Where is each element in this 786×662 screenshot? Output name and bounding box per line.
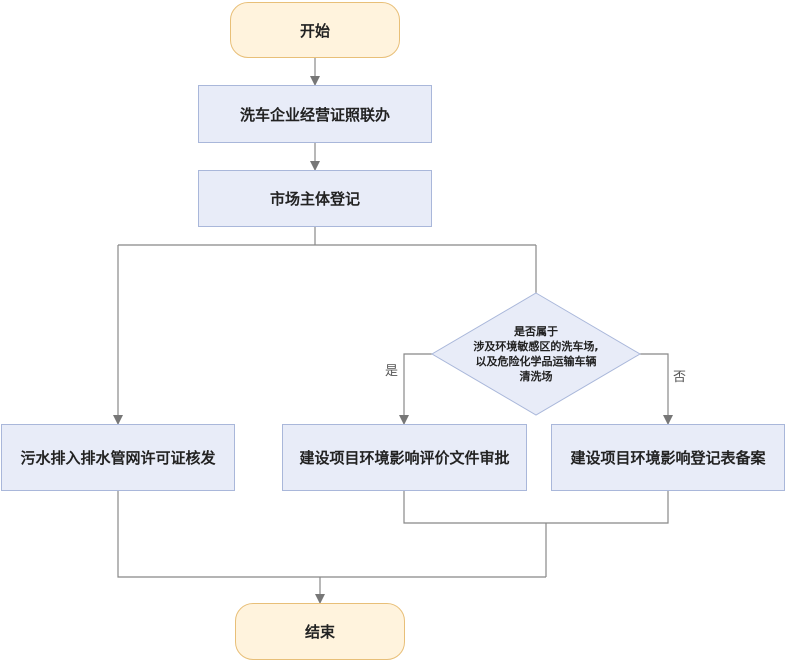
- arrow-no-branch: [640, 353, 673, 425]
- box-eia-approval: 建设项目环境影响评价文件审批: [282, 424, 527, 491]
- end-node: 结束: [235, 603, 405, 660]
- decision-line-1: 是否属于: [514, 325, 558, 338]
- decision-line-2: 涉及环境敏感区的洗车场,: [473, 340, 599, 353]
- decision-line-3: 以及危险化学品运输车辆: [475, 355, 597, 368]
- step-market-registration-label: 市场主体登记: [269, 190, 360, 208]
- decision-line-4: 清洗场: [519, 370, 553, 383]
- connector-merge-all: [117, 491, 546, 578]
- decision-text: 是否属于 涉及环境敏感区的洗车场, 以及危险化学品运输车辆 清洗场: [448, 320, 624, 388]
- no-label: 否: [673, 370, 687, 385]
- step-license-joint-label: 洗车企业经营证照联办: [239, 105, 390, 124]
- step-market-registration: 市场主体登记: [198, 170, 432, 227]
- end-label: 结束: [304, 623, 335, 641]
- start-node: 开始: [230, 2, 400, 58]
- step-license-joint: 洗车企业经营证照联办: [198, 85, 432, 143]
- start-label: 开始: [299, 21, 330, 40]
- box-sewage-permit: 污水排入排水管网许可证核发: [1, 424, 235, 491]
- arrow-yes-branch: [399, 353, 432, 425]
- box-eia-registration: 建设项目环境影响登记表备案: [551, 424, 785, 491]
- box-sewage-permit-label: 污水排入排水管网许可证核发: [20, 449, 216, 467]
- box-eia-registration-label: 建设项目环境影响登记表备案: [570, 449, 766, 467]
- yes-label: 是: [385, 364, 399, 379]
- box-eia-approval-label: 建设项目环境影响评价文件审批: [299, 449, 510, 467]
- connector-merge-right: [403, 491, 669, 524]
- decision-diamond: [431, 292, 641, 416]
